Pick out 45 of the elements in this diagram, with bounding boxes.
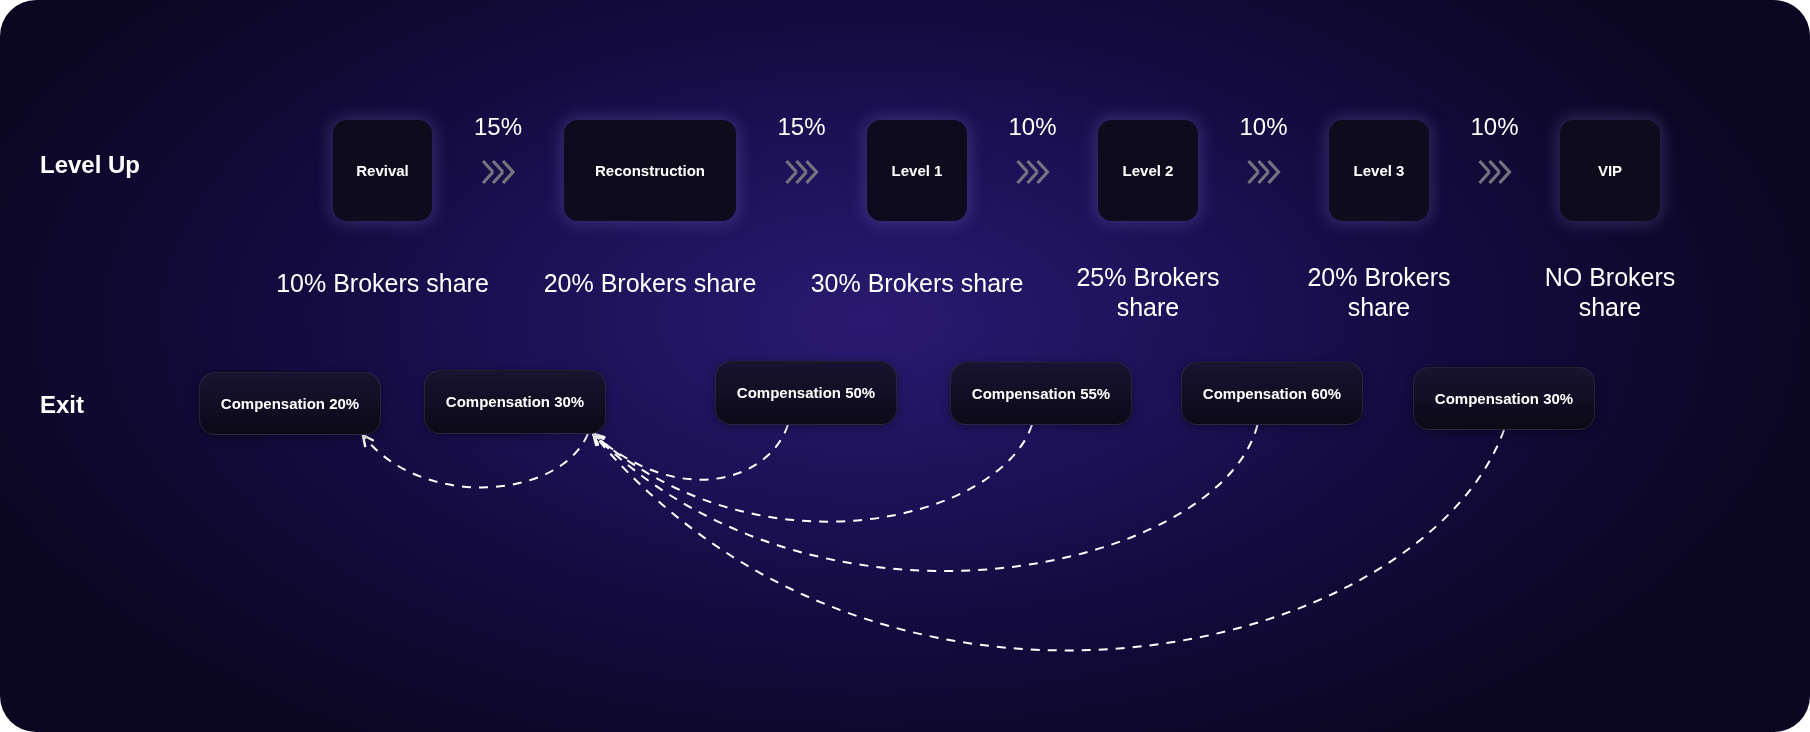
chevron-arrow bbox=[1246, 159, 1281, 185]
edge-label: 15% bbox=[474, 113, 522, 141]
chevron-arrow bbox=[1477, 159, 1512, 185]
level-name: VIP bbox=[1597, 161, 1623, 180]
share-caption: 20% Brokers share bbox=[1306, 262, 1452, 322]
level-name: Level 1 bbox=[891, 161, 943, 180]
edge-label: 10% bbox=[1008, 113, 1057, 141]
share-caption: 20% Brokers share bbox=[543, 268, 757, 298]
level-name: Level 2 bbox=[1122, 161, 1174, 180]
compensation-label: Compensation 55% bbox=[971, 384, 1111, 403]
level-box bbox=[1329, 120, 1429, 221]
level-box bbox=[867, 120, 967, 221]
compensation-box bbox=[1413, 367, 1595, 430]
compensation-box bbox=[950, 362, 1132, 425]
compensation-box bbox=[1181, 362, 1363, 425]
compensation-label: Compensation 50% bbox=[736, 384, 876, 402]
chevron-arrow bbox=[784, 159, 819, 185]
share-caption: NO Brokers share bbox=[1543, 262, 1677, 322]
level-box bbox=[564, 120, 736, 221]
compensation-box bbox=[424, 370, 606, 434]
level-name: Level 3 bbox=[1353, 161, 1405, 180]
dashed-arrow bbox=[361, 433, 589, 489]
compensation-box bbox=[715, 361, 897, 425]
level-box bbox=[1560, 120, 1660, 221]
dashed-arrow bbox=[592, 424, 1259, 572]
level-box bbox=[333, 120, 432, 221]
edge-label: 10% bbox=[1239, 113, 1288, 141]
dashed-arrow bbox=[592, 429, 1505, 651]
share-caption: 10% Brokers share bbox=[276, 268, 489, 298]
level-box bbox=[1098, 120, 1198, 221]
level-name: Revival bbox=[356, 161, 409, 180]
compensation-label: Compensation 60% bbox=[1202, 384, 1342, 403]
share-caption: 30% Brokers share bbox=[810, 268, 1024, 298]
compensation-label: Compensation 20% bbox=[220, 394, 360, 413]
chevron-arrow bbox=[481, 159, 515, 185]
edge-label: 15% bbox=[777, 113, 826, 141]
row-label: Exit bbox=[40, 391, 84, 419]
row-label: Level Up bbox=[40, 151, 141, 179]
compensation-label: Compensation 30% bbox=[445, 393, 585, 411]
edge-label: 10% bbox=[1470, 113, 1519, 141]
share-caption: 25% Brokers share bbox=[1075, 262, 1221, 322]
chevron-arrow bbox=[1015, 159, 1050, 185]
compensation-box bbox=[199, 372, 381, 435]
compensation-label: Compensation 30% bbox=[1434, 389, 1574, 408]
level-name: Reconstruction bbox=[595, 161, 705, 180]
